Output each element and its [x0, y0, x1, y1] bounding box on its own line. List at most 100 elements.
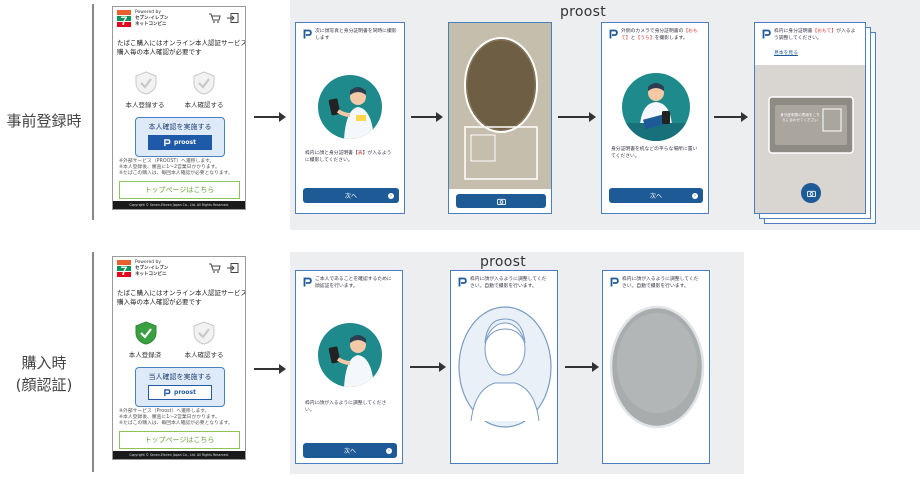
cart-icon[interactable]: [209, 13, 221, 23]
proost-button-label: proost: [174, 389, 196, 396]
shop-intro: たばこ購入にはオンライン本人認証サービスへの登録に 購入毎の本人確認が必要です: [113, 39, 245, 57]
shop-screen-purchase: 7 Powered by セブン-イレブン ネットコンビニ たばこ購入にはオンラ…: [112, 256, 246, 460]
reg-s3-next-label: 次へ: [649, 193, 662, 200]
reg-s4-header-post: が入るよう調整してください。: [774, 29, 856, 41]
arrow-right-icon: ›: [388, 192, 394, 199]
reg-s3-header-post: を撮影します。: [654, 35, 688, 41]
step1-label: 本人登録する: [125, 101, 165, 109]
proost-logo-icon: [303, 277, 312, 287]
pur-screen-face-auth-intro: ご本人であることを確認するために顔認証を行います。 枠内に顔が入るように調整して…: [295, 270, 403, 464]
shop-notes-purchase: ※外部サービス（Proost）へ遷移します。 ※本人登録後、審査に1～2営業日か…: [119, 409, 243, 428]
reg-s3-header-front: 【おもて】: [621, 29, 698, 41]
reg-s4-header: 枠内に身分証明書【おもて】が入るよう調整してください。: [774, 29, 859, 42]
reg-s3-body: 身分証明書を机などの平らな場所に置いてください。: [611, 147, 698, 159]
seven-eleven-logo-icon: 7: [117, 260, 131, 282]
camera-icon: [496, 198, 506, 205]
arrow-reg-3: [714, 112, 748, 122]
note-line-3: ※たばこの購入は、毎回本人確認が必要となります。: [119, 421, 233, 427]
arrow-reg-0: [254, 112, 286, 122]
shop-intro: たばこ購入にはオンライン本人認証サービスへの登録に 購入毎の本人確認が必要です: [113, 289, 245, 307]
reg-s1-header: 次に顔写真と身分証明書を同時に撮影します: [315, 29, 397, 41]
reg-screen-id-instructions: 外側のカメラで身分証明書の【おもて】と【うら】を撮影します。 身分証明書を机など…: [601, 22, 709, 214]
intro-line-2: 購入毎の本人確認が必要です: [117, 298, 202, 306]
svg-text:7: 7: [121, 14, 128, 28]
note-line-1: ※外部サービス（Proost）へ遷移します。: [119, 409, 210, 414]
logout-icon[interactable]: [227, 263, 239, 273]
arrow-right-icon: ›: [692, 192, 698, 199]
step2-label: 本人確認する: [184, 101, 224, 109]
reg-s2-shutter-button[interactable]: [456, 194, 546, 208]
logout-icon[interactable]: [227, 13, 239, 23]
cart-icon[interactable]: [209, 263, 221, 273]
step1-done-label: 本人登録済: [128, 351, 162, 359]
powered-by-text: Powered by セブン-イレブン ネットコンビニ: [135, 260, 168, 278]
pur-screen-face-guide: 枠内に顔が入るように調整してください。自動で撮影を行います。: [450, 270, 558, 464]
arrow-right-icon: ›: [386, 447, 392, 454]
seven-eleven-logo-icon: 7: [117, 10, 131, 32]
row-divider-registration: [92, 4, 94, 220]
arrow-reg-2: [558, 112, 596, 122]
reg-s1-body-pre: 枠内に顔と身分証明書【: [305, 151, 358, 156]
powered-line-1: Powered by: [135, 10, 162, 15]
shop-header: 7 Powered by セブン-イレブン ネットコンビニ: [113, 257, 245, 289]
powered-line-3: ネットコンビニ: [135, 22, 167, 27]
proost-button-label: proost: [174, 139, 196, 146]
camera-preview-face: [609, 305, 705, 429]
proost-button-registration[interactable]: proost: [148, 135, 212, 150]
person-desk-id-icon: [622, 83, 690, 141]
reg-s3-next-button[interactable]: 次へ ›: [609, 188, 703, 203]
reg-s4-shutter-button[interactable]: [801, 183, 821, 203]
reg-s1-body: 枠内に顔と身分証明書【表】が入るように撮影してください。: [305, 151, 395, 164]
verify-button-label: 本人確認を実施する: [148, 123, 212, 131]
top-page-button[interactable]: トップページはこちら: [119, 181, 240, 199]
face-outline-guide-icon: [458, 306, 552, 428]
top-page-button[interactable]: トップページはこちら: [119, 431, 240, 449]
verify-button-label: 当人確認を実施する: [148, 373, 212, 381]
row-label-registration-text: 事前登録時: [6, 112, 82, 130]
reg-s4-header-front: 【おもて】: [812, 29, 837, 34]
pur-screen-face-capture: 枠内に顔が入るように調整してください。自動で撮影を行います。: [602, 270, 710, 464]
proost-title-purchase: proost: [480, 254, 527, 270]
person-selfie-illustration: [318, 323, 382, 387]
reg-s4-sample-link[interactable]: 見本を見る: [774, 51, 798, 56]
proost-button-purchase[interactable]: proost: [148, 385, 212, 400]
reg-s3-header-pre: 外側のカメラで身分証明書の: [621, 29, 684, 34]
row-divider-purchase: [92, 252, 94, 472]
intro-line-1: たばこ購入にはオンライン本人認証サービスへの登録に: [117, 289, 245, 297]
arrow-reg-1: [411, 112, 443, 122]
svg-text:7: 7: [121, 264, 128, 278]
proost-logo-icon: [762, 29, 771, 39]
person-with-id-illustration: [318, 75, 382, 139]
note-line-3: ※たばこの購入は、毎回本人確認が必要となります。: [119, 171, 233, 177]
camera-preview-face-id: [449, 23, 551, 213]
shop-footer: Copyright © Seven-Eleven Japan Co., Ltd.…: [113, 451, 245, 459]
arrow-pur-0: [254, 364, 286, 374]
pur-s1-next-label: 次へ: [343, 448, 356, 455]
arrow-pur-1: [410, 362, 446, 372]
powered-by-text: Powered by セブン-イレブン ネットコンビニ: [135, 10, 168, 28]
shield-check-icon-step1: [135, 71, 157, 95]
shield-check-icon-step2: [193, 71, 215, 95]
reg-screen-face-and-id: 次に顔写真と身分証明書を同時に撮影します 枠内に顔と身分証明書【表】が入るように…: [295, 22, 405, 214]
shield-check-icon-step1-complete: [135, 321, 157, 345]
proost-title-registration: proost: [560, 4, 607, 20]
pur-s3-header: 枠内に顔が入るように調整してください。自動で撮影を行います。: [622, 277, 699, 289]
camera-icon: [806, 190, 816, 197]
note-line-1: ※外部サービス（PROOST）へ遷移します。: [119, 159, 215, 164]
row-label-registration: 事前登録時: [0, 110, 88, 132]
reg-screen-camera-face-id: [448, 22, 552, 214]
row-label-purchase-line1: 購入時: [21, 354, 67, 372]
person-photographing-id-illustration: [622, 73, 690, 141]
reg-s1-next-button[interactable]: 次へ ›: [303, 188, 399, 203]
powered-line-1: Powered by: [135, 260, 162, 265]
reg-s1-next-label: 次へ: [344, 193, 357, 200]
person-holding-phone-icon: [328, 87, 374, 139]
shield-check-icon-step2: [193, 321, 215, 345]
powered-line-2: セブン-イレブン: [135, 16, 169, 21]
reg-s4-card-overlay-text: 身分証明書の表面をこちらに合わせてください: [780, 113, 820, 122]
proost-logo-icon: [610, 277, 619, 287]
proost-logo-icon: [303, 29, 312, 39]
reg-s4-header-pre: 枠内に身分証明書: [774, 29, 813, 34]
pur-s1-next-button[interactable]: 次へ ›: [303, 443, 397, 458]
reg-s3-header-back: 【うら】: [635, 35, 655, 41]
